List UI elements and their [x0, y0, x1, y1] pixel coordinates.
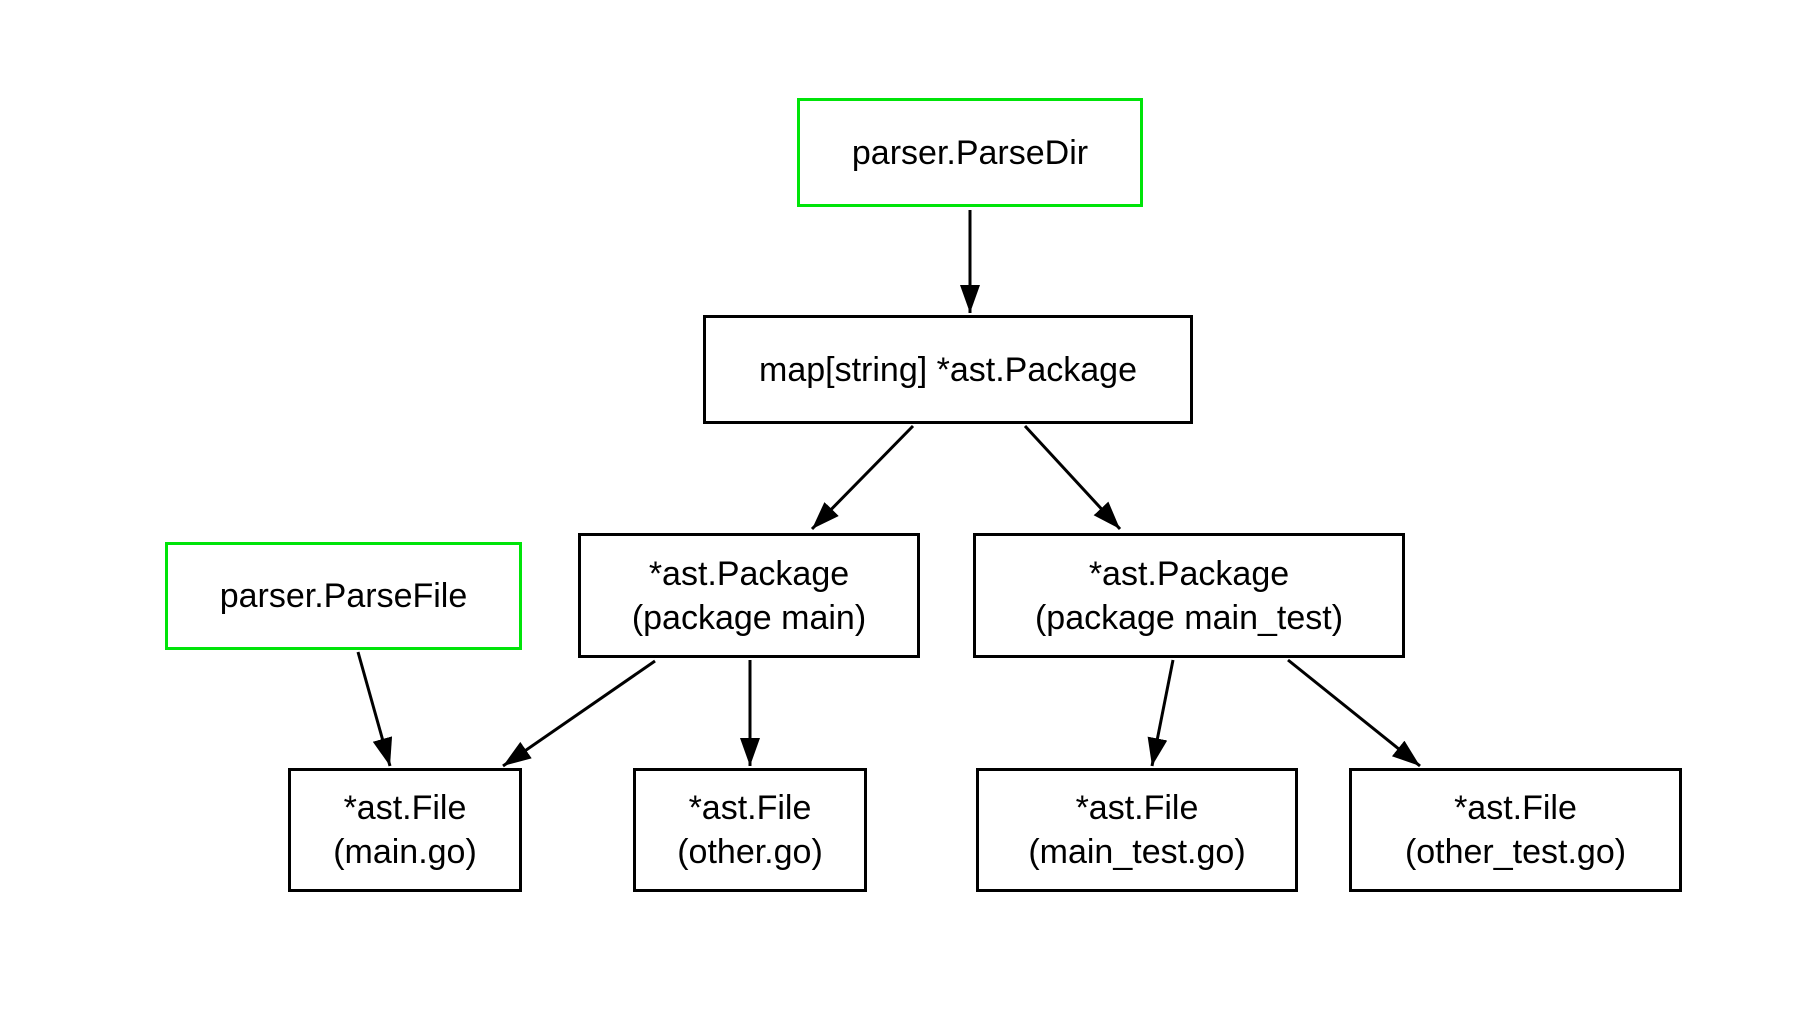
node-label-line2: (package main_test) [1034, 598, 1344, 637]
node-label-line2: (package main) [631, 598, 867, 637]
node-label-line1: *ast.File [343, 789, 467, 827]
edge-parsefile-to-main-go [356, 651, 393, 767]
node-label-line1: *ast.File [1454, 789, 1577, 827]
node-label-line2: (main.go) [333, 833, 477, 871]
node-label-line1: *ast.Package [648, 554, 850, 593]
edge-package-main-to-main-go [502, 659, 656, 768]
node-ast-package-main: *ast.Package (package main) [578, 533, 920, 658]
edge-package-main-test-to-main-test-go [1147, 659, 1175, 767]
node-label: parser.ParseDir [851, 133, 1089, 172]
edge-map-to-package-main [810, 424, 915, 531]
node-label-line1: *ast.File [1075, 789, 1199, 827]
node-label: parser.ParseFile [219, 577, 468, 615]
node-map-string-ast-package: map[string] *ast.Package [703, 315, 1193, 424]
node-label-line2: (other_test.go) [1404, 833, 1627, 871]
node-label-line2: (main_test.go) [1028, 833, 1246, 871]
edge-map-to-package-main-test [1023, 424, 1122, 531]
node-parser-parsefile: parser.ParseFile [165, 542, 522, 650]
node-label: map[string] *ast.Package [759, 350, 1137, 389]
node-ast-file-other-go: *ast.File (other.go) [633, 768, 867, 892]
node-ast-package-main-test: *ast.Package (package main_test) [973, 533, 1405, 658]
node-ast-file-main-go: *ast.File (main.go) [288, 768, 522, 892]
node-label-line1: *ast.File [688, 789, 812, 827]
edge-package-main-test-to-other-test-go [1287, 658, 1421, 768]
node-parser-parsedir: parser.ParseDir [797, 98, 1143, 207]
node-ast-file-other-test-go: *ast.File (other_test.go) [1349, 768, 1682, 892]
node-ast-file-main-test-go: *ast.File (main_test.go) [976, 768, 1298, 892]
node-label-line1: *ast.Package [1088, 554, 1290, 593]
node-label-line2: (other.go) [677, 833, 823, 871]
